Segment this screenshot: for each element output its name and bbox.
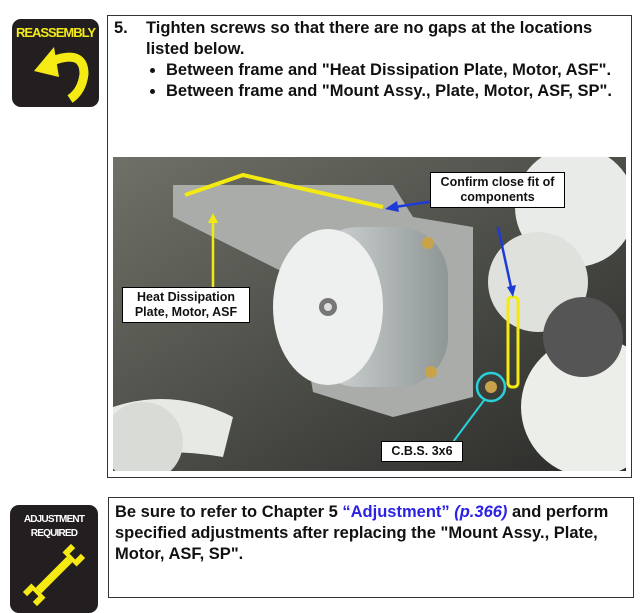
reassembly-icon: REASSEMBLY [12, 19, 99, 107]
return-arrow-icon [34, 47, 89, 103]
page-ref-link[interactable]: (p.366) [454, 503, 508, 521]
callout-heat-plate: Heat Dissipation Plate, Motor, ASF [122, 287, 250, 323]
note-prefix: Be sure to refer to Chapter 5 [115, 503, 343, 521]
adjustment-note-box: Be sure to refer to Chapter 5 “Adjustmen… [108, 497, 634, 598]
bullet-item: Between frame and "Mount Assy., Plate, M… [166, 81, 636, 102]
bullet-item: Between frame and "Heat Dissipation Plat… [166, 60, 636, 81]
bullet-list: Between frame and "Heat Dissipation Plat… [146, 60, 636, 102]
step-box: 5. Tighten screws so that there are no g… [107, 15, 632, 478]
adjustment-label: ADJUSTMENT [23, 514, 85, 525]
wrench-icon [22, 543, 86, 607]
adjustment-note: Be sure to refer to Chapter 5 “Adjustmen… [115, 502, 625, 565]
adjustment-required-icon: ADJUSTMENT REQUIRED [10, 505, 98, 613]
reassembly-label: REASSEMBLY [15, 25, 96, 40]
step-number: 5. [114, 19, 128, 37]
adjustment-link[interactable]: “Adjustment” [342, 503, 450, 521]
note-suffix: and perform specified adjustments after … [115, 503, 609, 563]
motor-assembly-photo: Confirm close fit of components Heat Dis… [113, 157, 626, 471]
callout-screw: C.B.S. 3x6 [381, 441, 463, 462]
callout-confirm-fit: Confirm close fit of components [430, 172, 565, 208]
required-label: REQUIRED [30, 528, 78, 539]
step-instruction: Tighten screws so that there are no gaps… [146, 19, 593, 58]
